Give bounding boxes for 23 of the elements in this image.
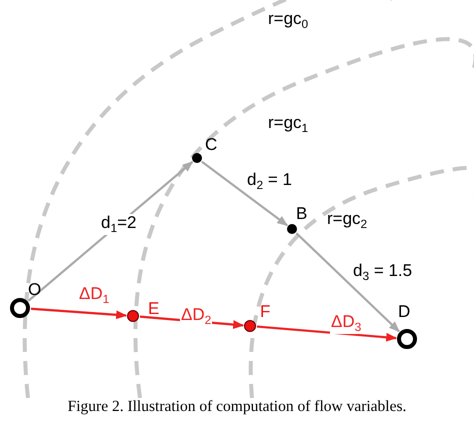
point-label: F bbox=[260, 303, 270, 320]
point-label: B bbox=[296, 205, 308, 222]
radius-label: r=gc$_{2}$ bbox=[327, 210, 368, 232]
point-label: E bbox=[148, 300, 160, 317]
point-label: O bbox=[28, 281, 42, 298]
radius-label: r=gc$_{1}$ bbox=[268, 114, 308, 136]
point-marker bbox=[192, 153, 202, 163]
arrow bbox=[256, 325, 398, 342]
edge-label: ΔD$_{3}$ bbox=[330, 313, 362, 334]
point-label: C bbox=[205, 136, 218, 153]
arrow bbox=[30, 308, 128, 320]
point-marker bbox=[287, 224, 297, 234]
edge-label: d$_{1}$=2 bbox=[100, 214, 138, 236]
figure-caption: Figure 2. Illustration of computation of flow variables. bbox=[66, 398, 408, 416]
point-label: D bbox=[398, 303, 410, 320]
point-marker bbox=[397, 329, 417, 349]
point-marker bbox=[127, 310, 139, 322]
point-marker bbox=[244, 320, 256, 332]
arrow bbox=[296, 232, 400, 332]
point-marker bbox=[10, 298, 30, 318]
arrow bbox=[201, 160, 288, 226]
radius-label: r=gc$_{0}$ bbox=[268, 10, 308, 32]
edge-label: d$_{3}$ = 1.5 bbox=[352, 262, 414, 284]
